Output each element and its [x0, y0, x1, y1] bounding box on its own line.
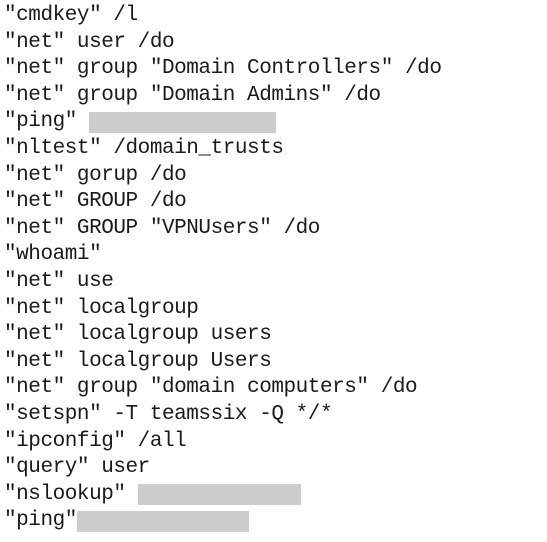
command-text: "net" localgroup users: [4, 323, 272, 347]
command-text: "net" use: [4, 269, 114, 293]
command-text: "ping": [4, 110, 90, 134]
command-text: "net" group "Domain Admins" /do: [4, 83, 381, 107]
log-line: "net" localgroup: [4, 296, 547, 323]
log-line: "net" GROUP /do: [4, 189, 547, 216]
redacted-block: [76, 511, 249, 533]
log-line: "net" user /do: [4, 30, 547, 57]
command-text: "net" group "domain computers" /do: [4, 376, 418, 400]
log-line: "ipconfig" /all: [4, 429, 547, 456]
command-text: "cmdkey" /l: [4, 4, 138, 27]
command-text: "whoami": [4, 243, 102, 267]
redacted-block: [137, 484, 301, 506]
log-line: "net" localgroup users: [4, 322, 547, 349]
log-line: "whoami": [4, 242, 547, 269]
command-text: "net" GROUP "VPNUsers" /do: [4, 216, 320, 240]
command-text: "setspn" -T teamssix -Q */*: [4, 402, 333, 426]
log-line: "query" user: [4, 455, 547, 482]
command-text: "net" localgroup Users: [4, 349, 272, 373]
log-line: "net" GROUP "VPNUsers" /do: [4, 216, 547, 243]
log-line: "net" use: [4, 269, 547, 296]
log-line: "net" group "domain computers" /do: [4, 375, 547, 402]
log-line: "nslookup": [4, 482, 547, 509]
log-line: "ping": [4, 508, 547, 535]
command-text: "net" gorup /do: [4, 163, 187, 187]
log-line: "net" gorup /do: [4, 163, 547, 190]
log-line: "ping": [4, 109, 547, 136]
log-line: "nltest" /domain_trusts: [4, 136, 547, 163]
log-line: "setspn" -T teamssix -Q */*: [4, 402, 547, 429]
command-text: "ipconfig" /all: [4, 429, 187, 453]
command-text: "net" user /do: [4, 30, 175, 54]
command-text: "net" GROUP /do: [4, 190, 187, 214]
command-text: "nltest" /domain_trusts: [4, 136, 284, 160]
command-text: "net" localgroup: [4, 296, 199, 320]
command-log: "cmdkey" /l "net" user /do "net" group "…: [4, 3, 547, 535]
command-text: "ping": [4, 509, 77, 533]
log-line: "net" localgroup Users: [4, 349, 547, 376]
command-text: "nslookup": [4, 482, 138, 506]
log-line: "net" group "Domain Admins" /do: [4, 83, 547, 110]
redacted-block: [89, 112, 277, 134]
command-text: "net" group "Domain Controllers" /do: [4, 57, 442, 81]
command-text: "query" user: [4, 456, 150, 480]
log-line: "cmdkey" /l: [4, 3, 547, 30]
log-line: "net" group "Domain Controllers" /do: [4, 56, 547, 83]
